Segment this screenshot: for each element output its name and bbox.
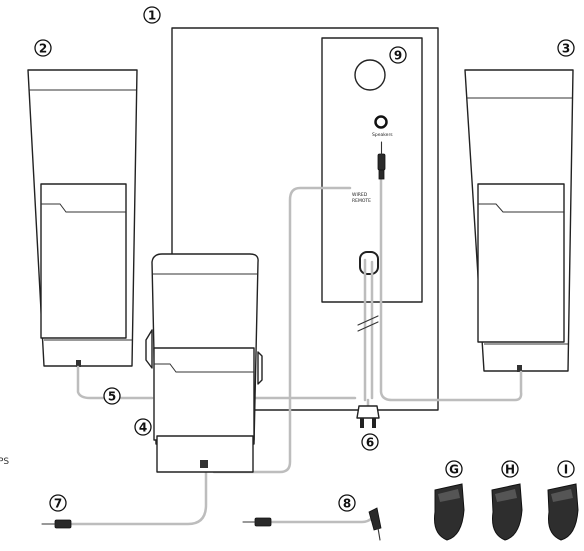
edge-text: PS (0, 457, 9, 467)
left-speaker-stand-fold (41, 203, 126, 213)
callout-5: 5 (103, 387, 121, 405)
left-speaker (27, 69, 138, 367)
control-pod (145, 253, 263, 473)
left-speaker-jack (76, 360, 81, 367)
callout-2: 2 (34, 39, 52, 57)
svg-text:5: 5 (108, 390, 116, 404)
svg-text:1: 1 (148, 9, 156, 23)
svg-text:4: 4 (139, 421, 147, 435)
control-pod-side-left (145, 329, 153, 369)
speakers-plug (377, 141, 386, 180)
control-pod-side-right (257, 351, 263, 385)
svg-text:8: 8 (343, 497, 351, 511)
svg-text:3: 3 (562, 42, 570, 56)
callout-6: 6 (361, 433, 379, 451)
audio-input-cable (41, 519, 72, 529)
wired-remote-label-line1: WIRED (352, 192, 368, 198)
power-cord-break (357, 315, 379, 332)
knob-h (491, 483, 523, 541)
adapter-cable-line (268, 516, 374, 524)
power-plug (356, 405, 380, 428)
control-pod-front (153, 347, 255, 441)
speakers-jack (374, 115, 388, 129)
callout-4: 4 (134, 418, 152, 436)
knob-g (434, 483, 465, 541)
control-pod-front-fold (154, 363, 254, 373)
headphone-adapter-cable (242, 507, 382, 541)
cable-grommet (359, 251, 379, 275)
speakers-jack-cable (379, 176, 523, 402)
callout-3: 3 (557, 39, 575, 57)
audio-input-cable-line (70, 468, 208, 526)
left-speaker-cable (76, 365, 154, 400)
cables (70, 176, 523, 526)
svg-text:9: 9 (394, 49, 402, 63)
callout-9: 9 (389, 46, 407, 64)
wired-remote-cable (212, 186, 352, 474)
callout-7: 7 (49, 494, 67, 512)
callout-h: H (501, 460, 519, 478)
callout-g: G (445, 460, 463, 478)
svg-text:7: 7 (54, 497, 62, 511)
svg-text:G: G (449, 463, 459, 477)
svg-text:2: 2 (39, 42, 47, 56)
left-speaker-stand (40, 183, 127, 339)
wired-remote-label-line2: REMOTE (352, 198, 371, 204)
control-pod-jack (200, 460, 208, 468)
volume-knob[interactable] (354, 59, 386, 91)
speakers-jack-label: Speakers (372, 132, 393, 138)
right-speaker (464, 69, 574, 372)
right-speaker-stand-fold (478, 203, 564, 213)
right-speaker-stand (477, 183, 565, 343)
svg-text:6: 6 (366, 436, 374, 450)
callout-1: 1 (143, 6, 161, 24)
callout-8: 8 (338, 494, 356, 512)
callout-i: I (557, 460, 575, 478)
svg-text:I: I (564, 463, 568, 477)
knob-i (547, 483, 579, 541)
svg-text:H: H (505, 463, 515, 477)
right-speaker-jack (517, 365, 522, 372)
